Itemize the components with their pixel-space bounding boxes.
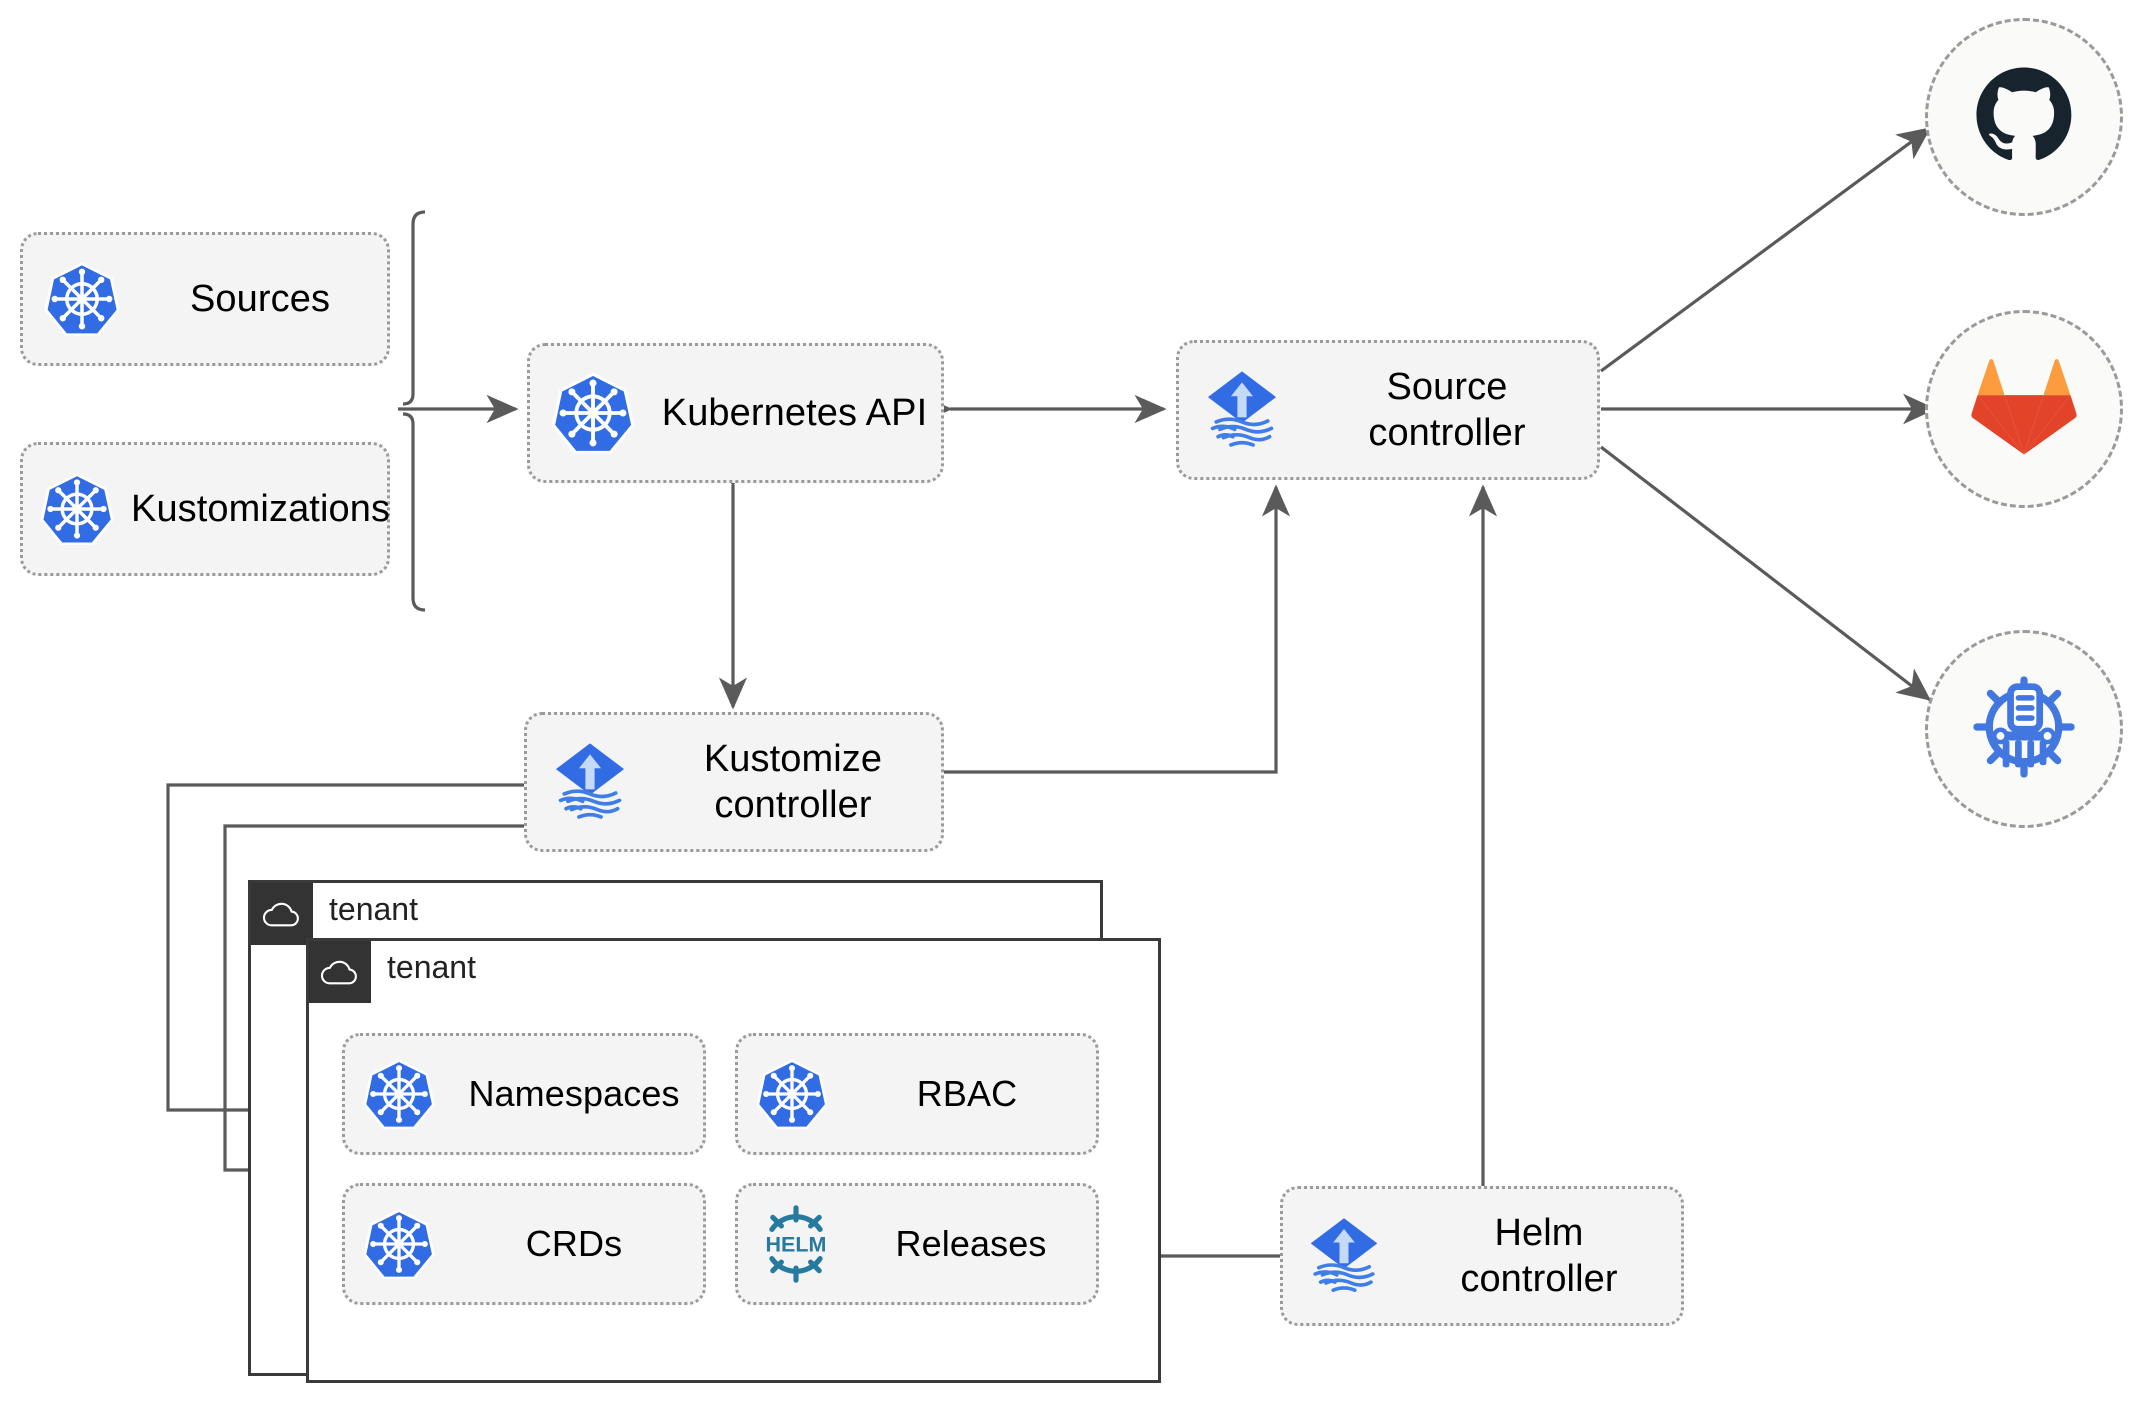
kubernetes-icon — [23, 470, 131, 548]
external-target-helm-registry[interactable] — [1925, 630, 2123, 828]
tenant-label-inner: tenant — [387, 949, 476, 985]
tenant-box-inner[interactable]: tenant — [306, 938, 1161, 1383]
kustomize-controller-line2: controller — [714, 784, 872, 826]
node-label-kubernetes-api: Kubernetes API — [661, 391, 928, 434]
svg-text:HELM: HELM — [766, 1233, 827, 1257]
flux-icon — [1283, 1211, 1405, 1301]
cloud-icon — [251, 883, 313, 945]
helm-icon: HELM — [738, 1201, 854, 1287]
tenant-label-outer: tenant — [329, 891, 418, 927]
node-label-kustomize-controller: Kustomize controller — [653, 736, 941, 829]
node-label-namespaces: Namespaces — [468, 1073, 680, 1115]
flux-icon — [527, 736, 653, 828]
node-label-helm-controller: Helm controller — [1405, 1210, 1681, 1303]
node-label-rbac: RBAC — [916, 1073, 1018, 1115]
helm-controller-line1: Helm — [1494, 1211, 1584, 1254]
kubernetes-icon — [738, 1056, 846, 1132]
edge-bracket-sources — [402, 210, 426, 406]
external-target-gitlab[interactable] — [1925, 310, 2123, 508]
kubernetes-icon — [530, 369, 656, 457]
kustomize-controller-line1: Kustomize — [703, 737, 883, 780]
node-helm-controller[interactable]: Helm controller — [1280, 1186, 1684, 1326]
node-label-kustomizations: Kustomizations — [131, 487, 391, 530]
node-releases[interactable]: HELM Releases — [735, 1183, 1099, 1305]
kubernetes-icon — [345, 1206, 453, 1282]
flux-icon — [1179, 364, 1305, 456]
node-sources[interactable]: Sources — [20, 232, 390, 366]
edge-kustomize-tenant-outer — [166, 783, 530, 1125]
edge-bracket-kustomizations — [402, 412, 426, 612]
node-crds[interactable]: CRDs — [342, 1183, 706, 1305]
kubernetes-icon — [23, 259, 141, 339]
edge-kustomize-source — [943, 484, 1291, 774]
node-label-releases: Releases — [895, 1223, 1047, 1265]
node-label-source-controller: Source controller — [1305, 364, 1597, 457]
external-target-github[interactable] — [1925, 18, 2123, 216]
github-icon — [1970, 61, 2078, 174]
cloud-icon — [309, 941, 371, 1003]
node-kubernetes-api[interactable]: Kubernetes API — [527, 343, 944, 483]
source-controller-line1: Source — [1386, 365, 1508, 408]
node-kustomizations[interactable]: Kustomizations — [20, 442, 390, 576]
node-namespaces[interactable]: Namespaces — [342, 1033, 706, 1155]
kubernetes-icon — [345, 1056, 453, 1132]
node-source-controller[interactable]: Source controller — [1176, 340, 1600, 480]
node-rbac[interactable]: RBAC — [735, 1033, 1099, 1155]
node-label-sources: Sources — [189, 277, 331, 320]
helm-registry-icon — [1968, 671, 2080, 788]
helm-controller-line2: controller — [1460, 1258, 1618, 1300]
gitlab-icon — [1970, 355, 2078, 464]
node-label-crds: CRDs — [525, 1223, 623, 1265]
source-controller-line2: controller — [1368, 412, 1526, 454]
edge-source-github — [1600, 126, 1932, 373]
node-kustomize-controller[interactable]: Kustomize controller — [524, 712, 944, 852]
edge-source-registry — [1600, 445, 1932, 702]
